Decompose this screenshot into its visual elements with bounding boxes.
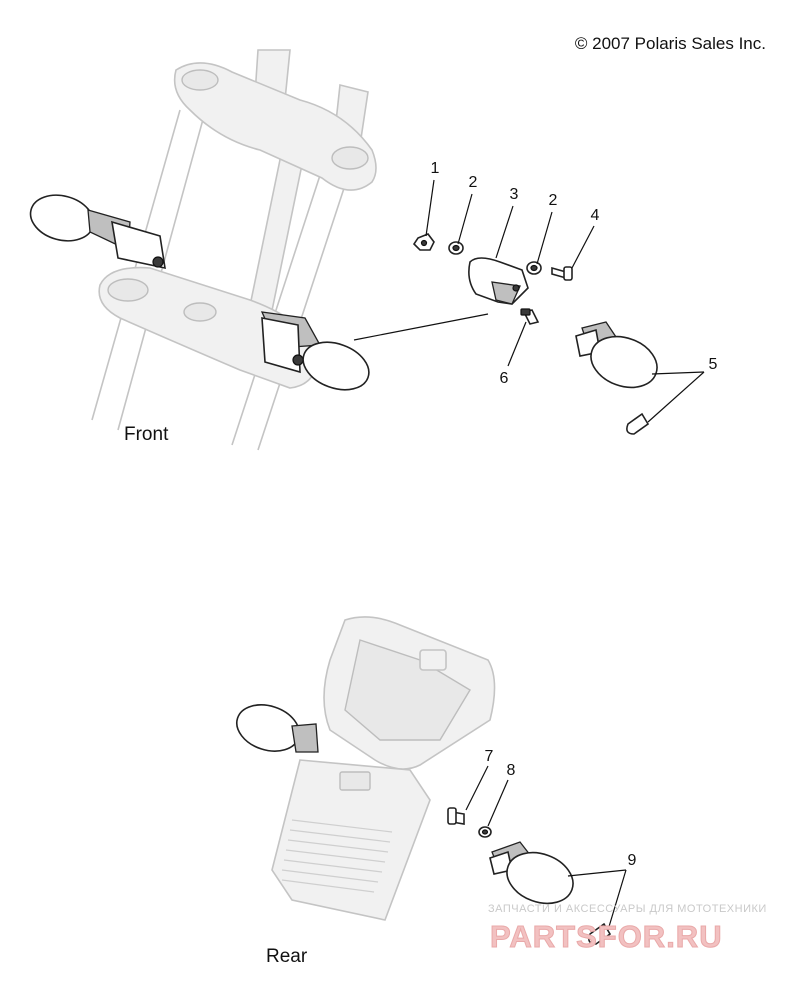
upper-triple-clamp	[173, 62, 377, 191]
part-8-washer-hole	[481, 829, 489, 835]
leader-9b	[607, 869, 627, 931]
callout-2b: 2	[548, 192, 558, 209]
front-exploded-parts	[412, 233, 573, 325]
part-9-turn-signal	[489, 841, 612, 945]
watermark-logo-text: PARTSFOR.RU	[490, 919, 723, 953]
front-right-lens	[302, 341, 370, 391]
front-left-lens	[29, 194, 95, 242]
part-7-screw-head	[447, 807, 457, 825]
part-6-screw-head	[520, 308, 531, 316]
upper-clamp-hole-right	[331, 146, 369, 170]
part-5-turn-signal	[575, 321, 658, 435]
callout-4: 4	[590, 207, 600, 224]
leader-3	[495, 205, 514, 259]
leader-7	[465, 765, 489, 811]
rear-left-stalk	[291, 723, 319, 753]
part-3-bracket-hole	[512, 284, 520, 292]
rear-exploded-parts	[447, 807, 492, 838]
fork-tube-right-1	[231, 159, 326, 446]
callout-leaders	[425, 179, 705, 931]
rear-left-turn-signal	[236, 704, 319, 753]
callout-7: 7	[484, 748, 494, 765]
watermark: ЗАПЧАСТИ И АКСЕССУАРЫ ДЛЯ МОТОТЕХНИКИ PA…	[488, 903, 788, 958]
part-2-washer-b-hole	[530, 264, 538, 272]
watermark-logo: PARTSFOR.RU	[490, 919, 723, 955]
part-1-nut-hole	[420, 239, 428, 247]
part-4-bolt-head	[563, 266, 573, 281]
copyright-notice: © 2007 Polaris Sales Inc.	[574, 34, 766, 53]
leader-6	[507, 321, 527, 367]
leader-4	[571, 225, 595, 269]
leader-5a	[651, 371, 705, 375]
fork-tube-left-1	[91, 109, 181, 421]
license-plate-grille	[281, 819, 393, 893]
rear-label: Rear	[266, 946, 308, 967]
fork-tube-right-2	[257, 169, 351, 451]
part-5-bulb	[626, 412, 650, 435]
callout-5: 5	[708, 356, 718, 373]
leader-8	[487, 779, 509, 827]
front-left-turn-signal	[29, 194, 166, 270]
front-label: Front	[124, 424, 169, 445]
rear-fender-assembly	[271, 616, 496, 921]
leader-2b	[536, 211, 553, 265]
rear-reflector	[339, 771, 371, 791]
leader-5b	[647, 371, 705, 423]
watermark-tagline: ЗАПЧАСТИ И АКСЕССУАРЫ ДЛЯ МОТОТЕХНИКИ	[488, 903, 767, 915]
front-right-clamp	[261, 317, 301, 374]
part-2-washer-a-hole	[452, 244, 460, 252]
callout-6: 6	[499, 370, 509, 387]
front-right-clamp-nut	[292, 354, 304, 366]
front-right-turn-signal	[260, 311, 370, 391]
lower-clamp-hole-mid	[183, 302, 217, 322]
rear-fender-light	[419, 649, 447, 671]
license-plate-bracket	[271, 759, 431, 921]
leader-2a	[457, 193, 473, 245]
lower-clamp-hole-left	[107, 278, 149, 302]
upper-clamp-hole-left	[181, 69, 219, 91]
leader-1	[425, 179, 435, 237]
callout-2a: 2	[468, 174, 478, 191]
callout-9: 9	[627, 852, 637, 869]
part-9-bulb	[588, 922, 612, 945]
callout-1: 1	[430, 160, 440, 177]
front-explode-leader	[353, 313, 489, 341]
callout-8: 8	[506, 762, 516, 779]
callout-3: 3	[509, 186, 519, 203]
front-left-clamp	[111, 220, 166, 270]
front-left-clamp-nut	[152, 256, 164, 268]
leader-9a	[567, 869, 627, 877]
part-9-lens	[506, 851, 574, 905]
